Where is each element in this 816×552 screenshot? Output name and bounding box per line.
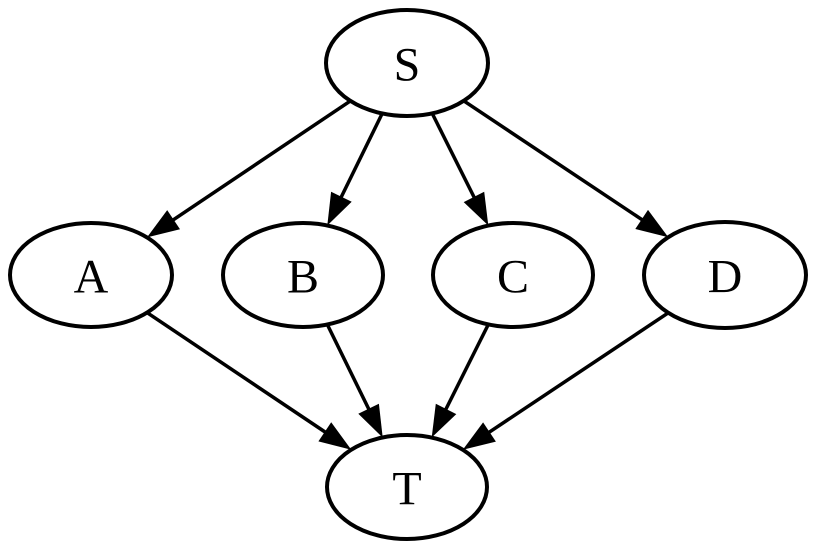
node-S-label: S [394,38,421,91]
edge-S-B-arrowhead-icon [327,191,352,226]
node-T-ellipse [325,433,489,541]
node-C-label: C [497,250,529,303]
edge-D-T-line [486,311,670,436]
edge-S-D-arrowhead-icon [635,209,669,238]
edge-S-C-arrowhead-icon [463,191,489,226]
edge-S-A-line [170,99,352,223]
edge-S-D-line [462,99,646,223]
edge-S-C-line [430,112,477,201]
edge-S-B-line [338,112,384,201]
node-D-label: D [708,250,743,303]
node-A-label: A [74,250,109,303]
node-C-ellipse [431,221,595,329]
edge-C-T-line [443,323,490,413]
node-D-ellipse [642,220,808,330]
node-B-ellipse [221,221,385,329]
node-A-ellipse [8,221,174,329]
node-B-label: B [287,250,319,303]
node-S-ellipse [324,8,490,118]
edge-B-T-arrowhead-icon [358,403,383,438]
edge-C-T-arrowhead-icon [431,403,457,438]
edge-A-T-arrowhead-icon [318,422,352,450]
node-T-label: T [392,462,421,515]
edge-D-T-arrowhead-icon [462,422,496,450]
edge-B-T-line [325,323,372,413]
edge-A-T-line [146,311,329,435]
edge-S-A-arrowhead-icon [147,210,180,238]
